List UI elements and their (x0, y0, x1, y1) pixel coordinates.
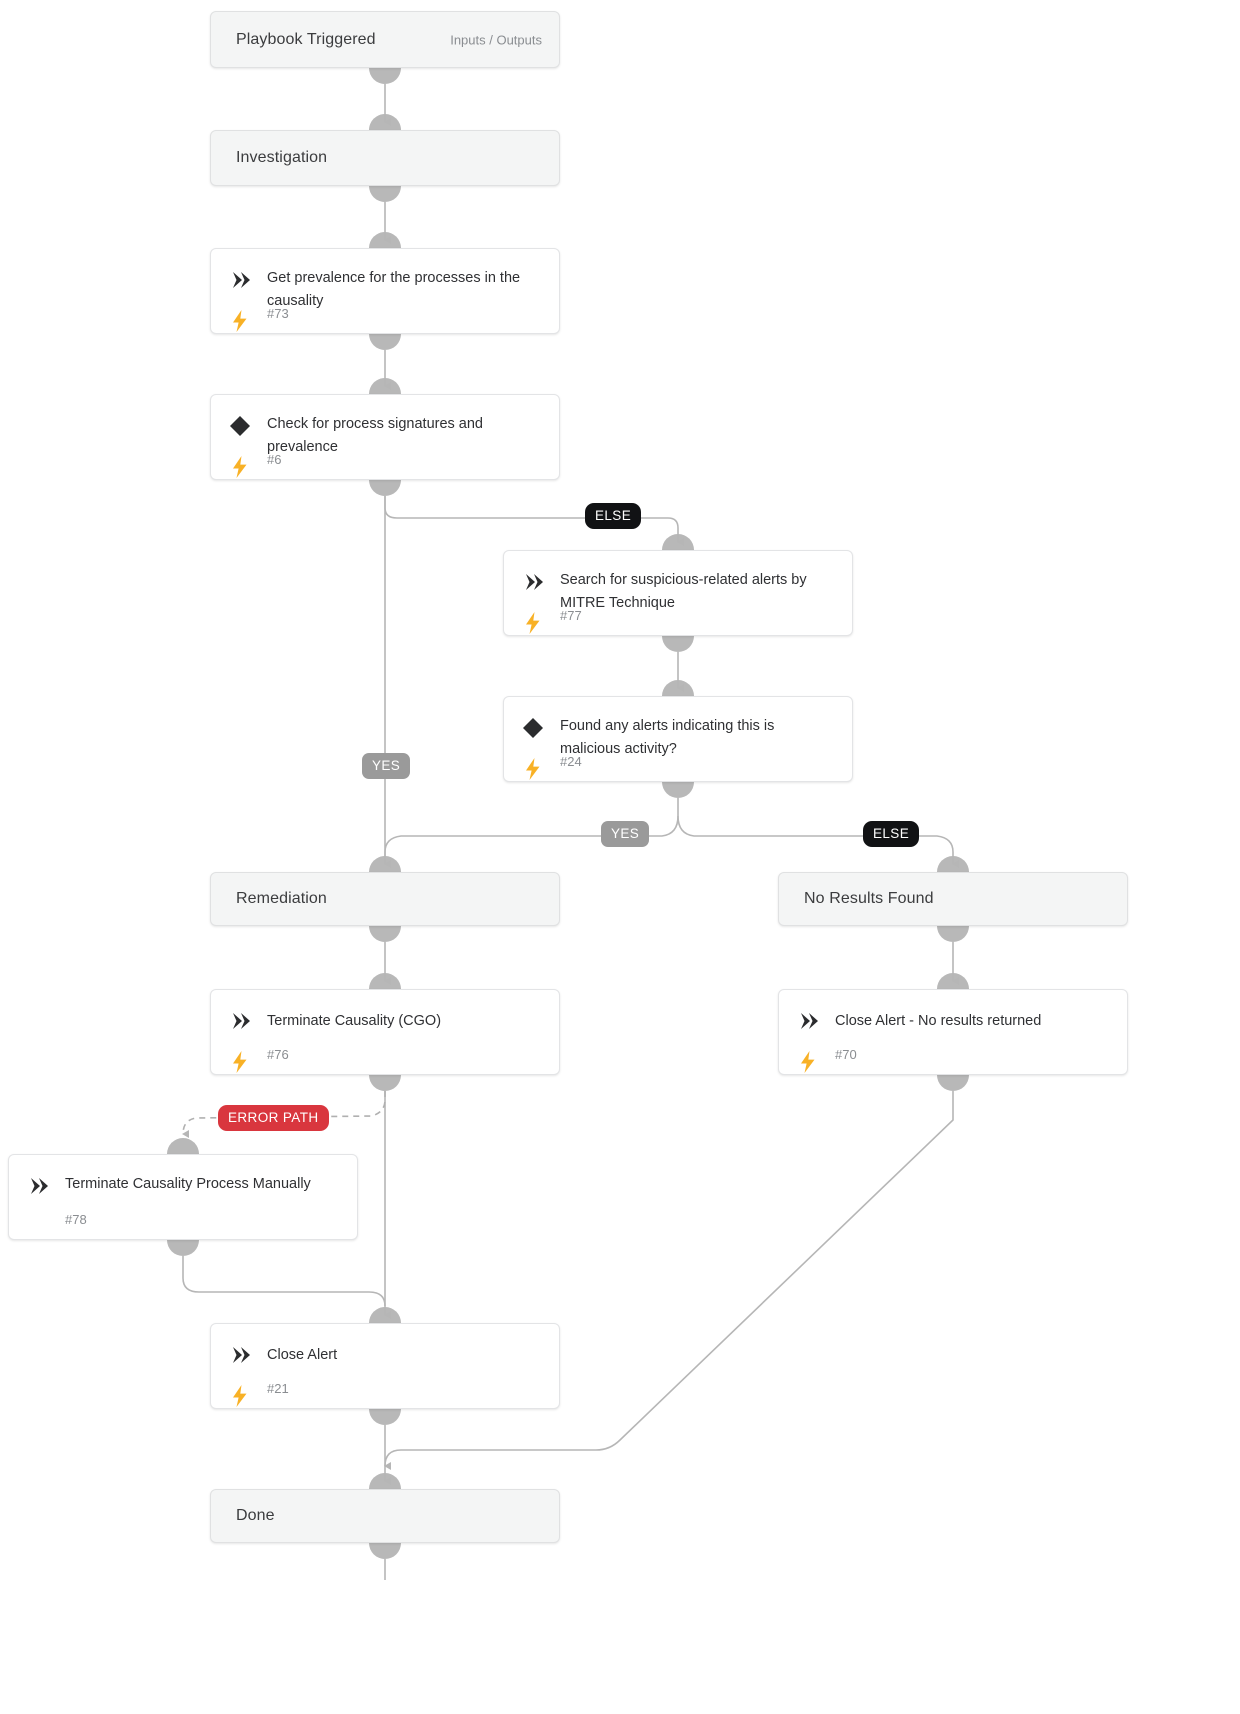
task-chevron-icon (229, 1344, 251, 1366)
condition-diamond-icon (229, 415, 251, 437)
node-task76[interactable]: Terminate Causality (CGO) #76 (210, 989, 560, 1075)
node-id-label: #73 (267, 306, 289, 321)
node-title: Check for process signatures and prevale… (267, 416, 483, 455)
node-task21[interactable]: Close Alert #21 (210, 1323, 560, 1409)
task-chevron-icon (229, 1010, 251, 1032)
node-task70[interactable]: Close Alert - No results returned #70 (778, 989, 1128, 1075)
edge-badge-else-2: ELSE (863, 821, 920, 847)
node-task78[interactable]: Terminate Causality Process Manually #78 (8, 1154, 358, 1240)
node-cond6[interactable]: Check for process signatures and prevale… (210, 394, 560, 480)
node-title: Found any alerts indicating this is mali… (560, 718, 775, 757)
node-id-label: #6 (267, 452, 282, 467)
node-id-label: #76 (267, 1047, 289, 1062)
task-chevron-icon (229, 269, 251, 291)
lightning-bolt-icon (231, 1385, 249, 1407)
node-trigger[interactable]: Playbook Triggered Inputs / Outputs (210, 11, 560, 68)
node-remediation[interactable]: Remediation (210, 872, 560, 926)
node-cond24[interactable]: Found any alerts indicating this is mali… (503, 696, 853, 782)
node-task73[interactable]: Get prevalence for the processes in the … (210, 248, 560, 334)
node-done[interactable]: Done (210, 1489, 560, 1543)
node-label: No Results Found (804, 890, 934, 907)
node-title: Terminate Causality Process Manually (65, 1176, 311, 1192)
edge-badge-yes-2: YES (601, 821, 650, 847)
node-id-label: #77 (560, 608, 582, 623)
node-title: Get prevalence for the processes in the … (267, 270, 521, 309)
node-id-label: #24 (560, 754, 582, 769)
lightning-bolt-icon (231, 1051, 249, 1073)
lightning-bolt-icon (231, 310, 249, 332)
lightning-bolt-icon (524, 612, 542, 634)
node-label: Investigation (236, 149, 328, 166)
node-title: Search for suspicious-related alerts by … (560, 572, 807, 611)
condition-diamond-icon (522, 717, 544, 739)
task-chevron-icon (522, 571, 544, 593)
node-task77[interactable]: Search for suspicious-related alerts by … (503, 550, 853, 636)
node-label: Done (236, 1507, 275, 1524)
edge-badge-else-1: ELSE (585, 503, 642, 529)
lightning-bolt-icon (231, 456, 249, 478)
node-id-label: #78 (65, 1212, 87, 1227)
lightning-bolt-icon (524, 758, 542, 780)
node-investigation[interactable]: Investigation (210, 130, 560, 186)
task-chevron-icon (797, 1010, 819, 1032)
node-title: Close Alert - No results returned (835, 1013, 1042, 1029)
node-label: Playbook Triggered (236, 30, 376, 48)
inputs-outputs-label[interactable]: Inputs / Outputs (450, 32, 542, 47)
node-id-label: #70 (835, 1047, 857, 1062)
node-noresults[interactable]: No Results Found (778, 872, 1128, 926)
node-id-label: #21 (267, 1381, 289, 1396)
lightning-bolt-icon (799, 1051, 817, 1073)
node-title: Terminate Causality (CGO) (267, 1013, 442, 1029)
node-label: Remediation (236, 890, 327, 907)
node-title: Close Alert (267, 1347, 338, 1363)
edge-badge-yes-1: YES (362, 753, 411, 779)
task-chevron-icon (27, 1175, 49, 1197)
edge-badge-error-path: ERROR PATH (218, 1105, 329, 1131)
